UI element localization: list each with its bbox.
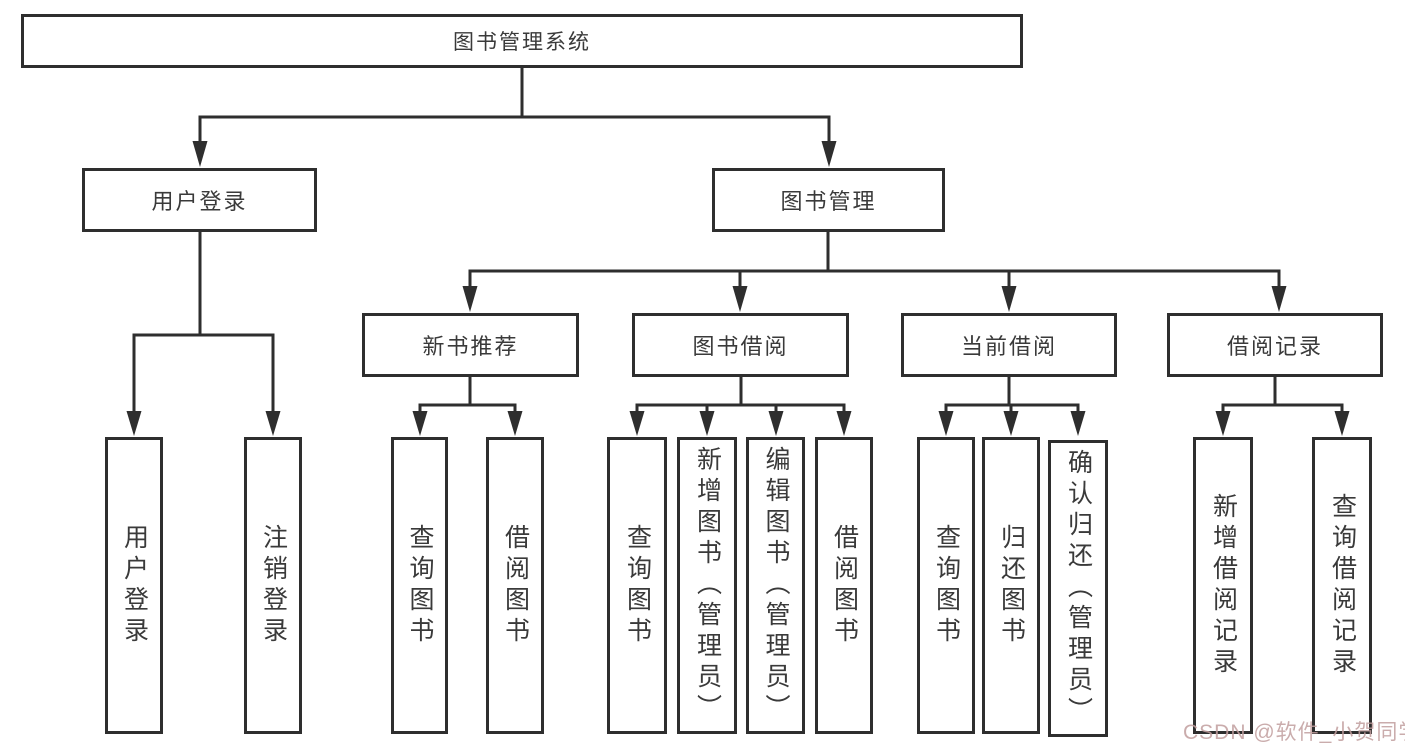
leaf-logout: 注销登录 [244, 437, 302, 734]
leaf-borrow-books: 借阅图书 [815, 437, 873, 734]
node-user-login: 用户登录 [82, 168, 317, 232]
leaf-query-borrow-record: 查询借阅记录 [1312, 437, 1372, 734]
node-book-borrow: 图书借阅 [632, 313, 849, 377]
watermark: CSDN @软件_小贺同学 [1183, 721, 1405, 744]
node-new-book-recommend: 新书推荐 [362, 313, 579, 377]
leaf-confirm-return-admin: 确认归还（管理员） [1048, 440, 1108, 737]
node-root: 图书管理系统 [21, 14, 1023, 68]
leaf-query-books-current: 查询图书 [917, 437, 975, 734]
leaf-add-book-admin: 新增图书（管理员） [677, 437, 737, 734]
leaf-query-books-borrow: 查询图书 [607, 437, 667, 734]
node-current-borrow: 当前借阅 [901, 313, 1117, 377]
node-book-management: 图书管理 [712, 168, 945, 232]
leaf-edit-book-admin: 编辑图书（管理员） [746, 437, 805, 734]
node-borrow-record: 借阅记录 [1167, 313, 1383, 377]
leaf-user-login: 用户登录 [105, 437, 163, 734]
leaf-add-borrow-record: 新增借阅记录 [1193, 437, 1253, 734]
leaf-borrow-books-recommend: 借阅图书 [486, 437, 544, 734]
leaf-return-book: 归还图书 [982, 437, 1040, 734]
leaf-query-books-recommend: 查询图书 [391, 437, 448, 734]
